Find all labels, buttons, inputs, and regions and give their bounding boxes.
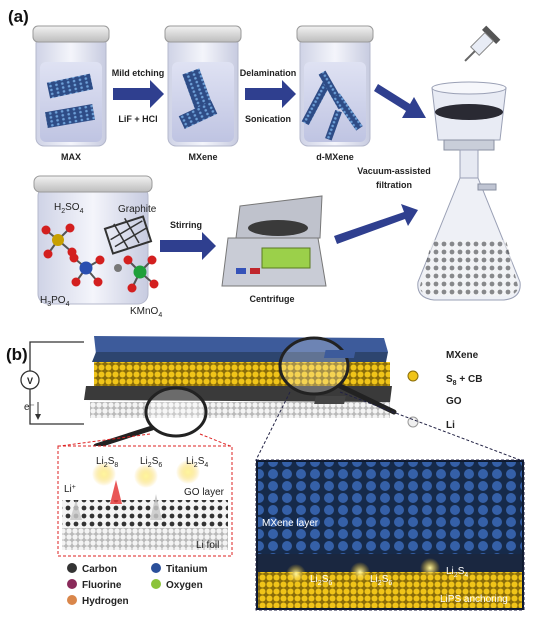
label-stirring: Stirring (170, 220, 202, 230)
atom-legend-titanium: Titanium (166, 564, 208, 575)
inset-left-li-foil: Li foil (196, 540, 219, 551)
filtration-flask (417, 81, 521, 301)
jar-d-mxene (296, 25, 374, 147)
arrow-to-filter (374, 84, 426, 118)
guide-right-a (255, 391, 291, 461)
label-sonication: Sonication (245, 114, 291, 124)
label-d-mxene: d-MXene (316, 152, 354, 162)
arrow-to-filtration (334, 204, 418, 244)
label-vacuum-1: Vacuum-assisted (357, 166, 431, 176)
inset-right-mxene-layer: MXene layer (262, 518, 319, 529)
centrifuge-icon (221, 195, 327, 287)
inset-left-li-ion: Li+ (64, 484, 76, 495)
label-graphite: Graphite (118, 204, 157, 215)
inset-go-interlayer (57, 445, 233, 557)
panel-b-label: (b) (6, 345, 28, 364)
molecule-kmno4 (114, 255, 159, 293)
atom-legend-carbon: Carbon (82, 564, 117, 575)
atom-legend (67, 563, 161, 605)
jar-mxene (164, 25, 242, 147)
inset-right-li2s6-b: Li2S6 (370, 574, 392, 587)
jar-go-synthesis (33, 175, 153, 305)
atom-legend-hydrogen: Hydrogen (82, 596, 129, 607)
inset-left-li2s4: Li2S4 (186, 456, 208, 469)
label-mxene: MXene (188, 152, 217, 162)
legend-go: GO (446, 396, 462, 407)
syringe-icon (464, 25, 501, 62)
legend-s8-cb: S8 + CB (446, 374, 482, 387)
molecule-h3po4 (69, 253, 105, 287)
inset-left-li2s8: Li2S8 (96, 456, 118, 469)
arrow-stirring (160, 232, 216, 260)
external-circuit (20, 341, 84, 425)
guide-left-a (59, 433, 151, 447)
label-vacuum-2: filtration (376, 180, 412, 190)
jar-max (32, 25, 110, 147)
label-delamination: Delamination (240, 68, 297, 78)
label-max: MAX (61, 152, 81, 162)
guide-left-b (199, 433, 231, 447)
electron-label: e⁻ (24, 402, 35, 413)
legend-li: Li (446, 420, 455, 431)
inset-mxene-interlayer (255, 459, 525, 611)
inset-right-li2s4: Li2S4 (446, 566, 468, 579)
inset-left-go-layer: GO layer (184, 487, 225, 498)
graphite-sheet-icon (103, 215, 153, 255)
label-mild-etching: Mild etching (112, 68, 165, 78)
arrow-delamination (245, 80, 296, 108)
arrow-etching (113, 80, 164, 108)
legend-mxene: MXene (446, 350, 479, 361)
voltmeter-icon: V (27, 376, 33, 386)
atom-legend-fluorine: Fluorine (82, 580, 122, 591)
label-lif-hcl: LiF + HCl (118, 114, 157, 124)
inset-right-li2s6-a: Li2S6 (310, 574, 332, 587)
panel-a-label: (a) (8, 7, 29, 26)
label-h3po4: H3PO4 (40, 295, 70, 308)
atom-legend-oxygen: Oxygen (166, 580, 203, 591)
layer-legend (314, 350, 419, 428)
inset-right-anchoring: LiPS anchoring (440, 594, 508, 605)
battery-stack (84, 336, 392, 418)
inset-left-li2s6: Li2S6 (140, 456, 162, 469)
molecule-h2so4 (41, 223, 77, 259)
label-centrifuge: Centrifuge (250, 294, 295, 304)
label-kmno4: KMnO4 (130, 306, 162, 319)
guide-right-b (339, 391, 521, 461)
